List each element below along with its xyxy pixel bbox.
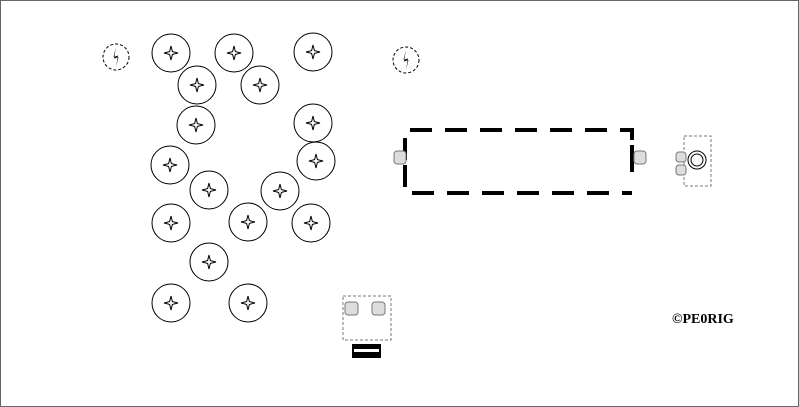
hole-ring [291, 203, 331, 243]
four-point-star-icon [272, 183, 288, 199]
four-point-star-icon [305, 115, 321, 131]
four-point-star-icon [188, 117, 204, 133]
hole-ring [189, 170, 229, 210]
hole-ring [151, 283, 191, 323]
lightning-star-icon [403, 50, 409, 70]
pad [675, 151, 687, 163]
hole-ring [177, 65, 217, 105]
hole-ring [240, 65, 280, 105]
pad [344, 301, 359, 316]
mounting-hole-right [392, 46, 420, 74]
hole-ring [228, 202, 268, 242]
pad-right [633, 150, 647, 165]
hole-ring [151, 33, 191, 73]
four-point-star-icon [189, 77, 205, 93]
four-point-star-icon [226, 45, 242, 61]
hole-ring [189, 242, 229, 282]
copyright-label: ©PE0RIG [672, 312, 734, 327]
standoff-hole [228, 202, 268, 242]
hole-ring [228, 283, 268, 323]
standoff-hole [214, 33, 254, 73]
standoff-hole [176, 105, 216, 145]
standoff-hole [296, 141, 336, 181]
four-point-star-icon [201, 254, 217, 270]
standoff-hole [150, 145, 190, 185]
hole-ring [214, 33, 254, 73]
standoff-hole [189, 242, 229, 282]
four-point-star-icon [305, 44, 321, 60]
pad-left [393, 150, 407, 165]
standoff-hole [293, 32, 333, 72]
four-point-star-icon [201, 182, 217, 198]
hole-ring [293, 32, 333, 72]
four-point-star-icon [252, 77, 268, 93]
standoff-hole [151, 203, 191, 243]
four-point-star-icon [240, 295, 256, 311]
standoff-hole [291, 203, 331, 243]
standoff-hole-group [150, 32, 336, 323]
standoff-hole [260, 171, 300, 211]
hole-ring [260, 171, 300, 211]
standoff-hole [151, 33, 191, 73]
hole-ring [151, 203, 191, 243]
led-outline [687, 150, 707, 170]
lightning-star-icon [113, 47, 119, 67]
hole-ring [296, 141, 336, 181]
connector-slot [354, 349, 379, 352]
standoff-hole [177, 65, 217, 105]
mounting-hole-left [102, 43, 130, 71]
hole-ring [176, 105, 216, 145]
connector-footprint [342, 295, 392, 358]
component-outline-small [675, 135, 712, 187]
four-point-star-icon [163, 295, 179, 311]
standoff-hole [151, 283, 191, 323]
standoff-hole [240, 65, 280, 105]
four-point-star-icon [308, 153, 324, 169]
pad [371, 301, 386, 316]
four-point-star-icon [240, 214, 256, 230]
four-point-star-icon [163, 215, 179, 231]
four-point-star-icon [163, 45, 179, 61]
four-point-star-icon [162, 157, 178, 173]
pad [675, 164, 687, 176]
standoff-hole [189, 170, 229, 210]
standoff-hole [228, 283, 268, 323]
led-lens [690, 153, 704, 167]
four-point-star-icon [303, 215, 319, 231]
component-outline-large [393, 128, 647, 195]
hole-ring [150, 145, 190, 185]
